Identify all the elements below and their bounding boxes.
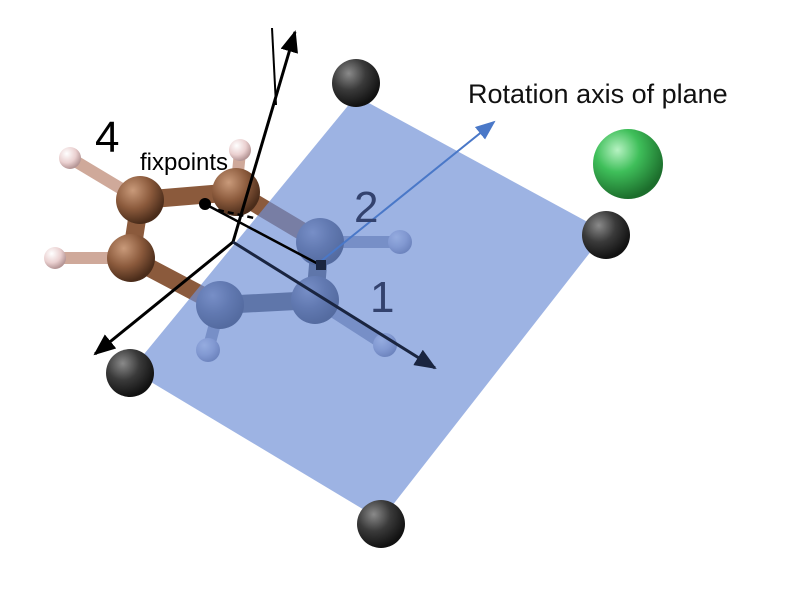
label-rotation-axis: Rotation axis of plane [468,79,728,109]
corner-atom [106,349,154,397]
hydrogen-atom [44,247,66,269]
axis-line-4 [271,27,277,106]
chlorine-atom [593,129,663,199]
corner-atom [357,500,405,548]
label-four: 4 [95,113,119,162]
plane-corner-atoms [106,59,630,548]
carbon-atom [107,234,155,282]
fixpoint-end-marker [316,260,326,270]
plane-direction-arrow [232,240,437,370]
axis-up-arrow [231,30,298,243]
corner-atom [582,211,630,259]
plane [131,96,606,520]
label-fixpoints: fixpoints [140,149,228,176]
carbon-atom [212,168,260,216]
atoms-back [44,139,260,282]
fixpoint-lines [204,202,323,268]
label-one: 1 [370,273,394,322]
corner-atom [332,59,380,107]
coordinate-axes [93,27,298,356]
carbon-atom [116,176,164,224]
label-two: 2 [354,183,378,232]
rotation-axis-arrow [319,120,496,263]
hydrogen-atom [59,147,81,169]
hydrogen-atom [229,139,251,161]
axis-left-arrow [93,240,234,356]
fixpoint-dot [199,198,211,210]
